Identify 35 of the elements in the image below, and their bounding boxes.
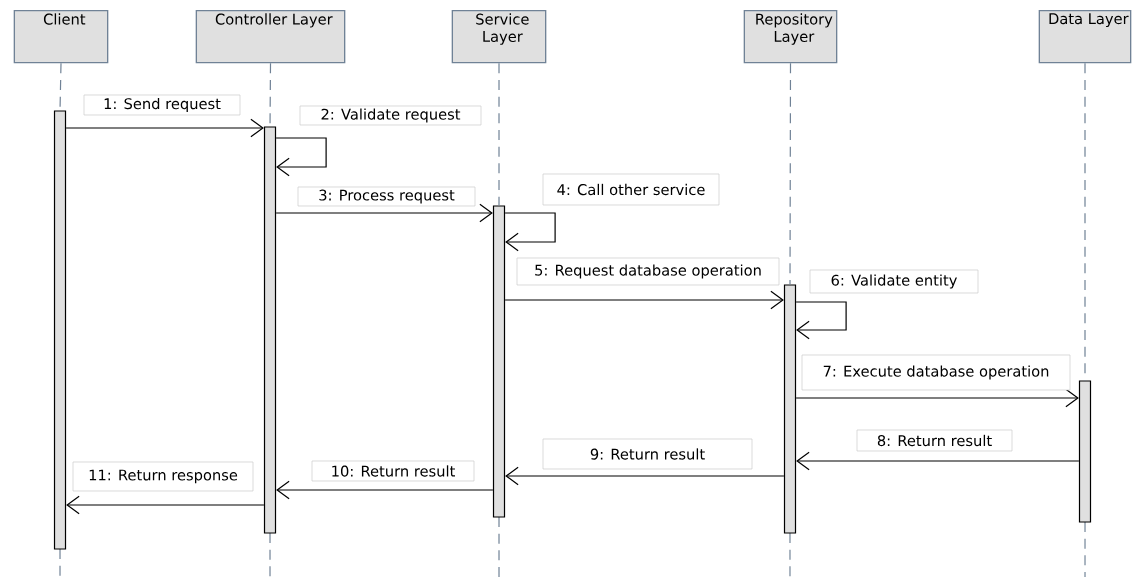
- lifeline: [1084, 62, 1086, 381]
- message-arrow: [504, 290, 784, 310]
- self-message-arrow: [504, 212, 556, 252]
- edge-label: 7: Execute database operation: [801, 354, 1071, 391]
- lifeline-head: Controller Layer: [195, 10, 346, 64]
- lifeline-head: Data Layer: [1038, 10, 1132, 64]
- edge-label: 2: Validate request: [299, 105, 482, 126]
- edge-label: 1: Send request: [83, 94, 241, 116]
- message-arrow: [275, 203, 493, 223]
- message-arrow: [276, 480, 494, 500]
- lifeline: [498, 62, 500, 206]
- message-arrow: [505, 466, 785, 486]
- message-arrow: [66, 495, 265, 515]
- activation-bar: [1078, 380, 1092, 523]
- lifeline-head: Client: [13, 10, 109, 64]
- edge-label: 3: Process request: [297, 186, 476, 207]
- edge-label: 11: Return response: [72, 461, 254, 492]
- lifeline-head: Repository Layer: [743, 10, 838, 64]
- edge-label: 8: Return result: [856, 429, 1013, 452]
- edge-label: 4: Call other service: [542, 173, 720, 206]
- self-message-arrow: [795, 301, 847, 340]
- message-arrow: [796, 451, 1080, 471]
- message-arrow: [795, 388, 1079, 408]
- edge-label: 10: Return result: [311, 460, 475, 482]
- activation-bar: [783, 284, 797, 534]
- edge-label: 6: Validate entity: [809, 269, 979, 294]
- self-message-arrow: [275, 137, 327, 177]
- message-arrow: [65, 118, 264, 138]
- edge-label: 5: Request database operation: [516, 257, 780, 286]
- activation-bar: [492, 205, 506, 518]
- lifeline-head: Service Layer: [451, 10, 547, 64]
- lifeline: [789, 62, 792, 285]
- activation-bar: [53, 110, 67, 550]
- edge-label: 9: Return result: [542, 438, 753, 470]
- activation-bar: [263, 126, 277, 534]
